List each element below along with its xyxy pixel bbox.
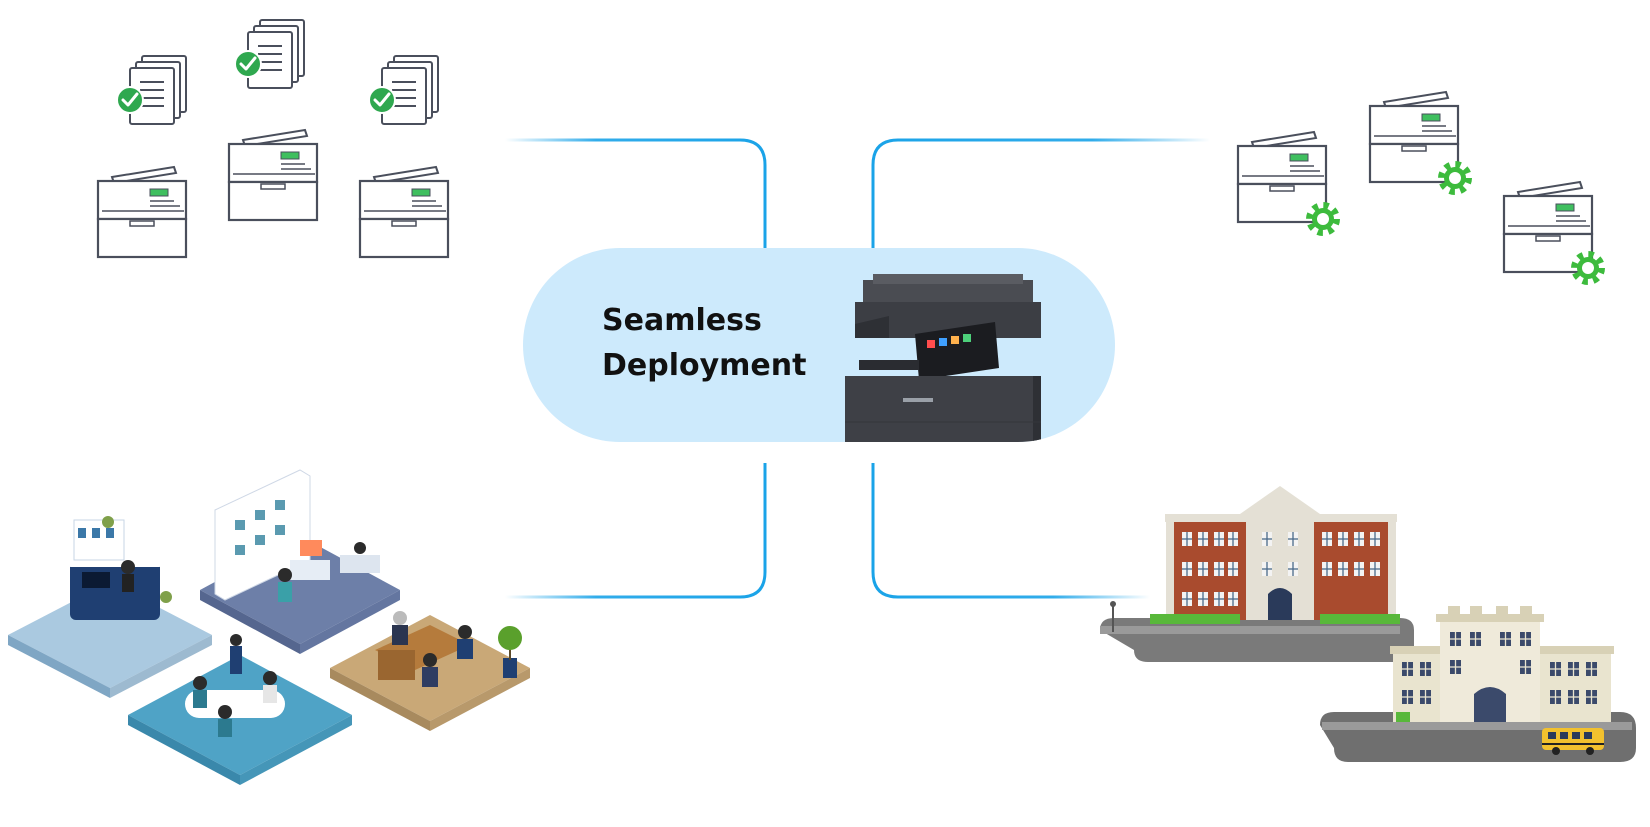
printers-configuring-group	[1236, 90, 1601, 281]
office-isometric-icon	[8, 469, 530, 785]
connector-bottom-left	[505, 463, 767, 599]
connector-lines	[505, 138, 1210, 599]
connector-top-left	[505, 138, 767, 248]
document-stack-check-icon	[233, 18, 306, 90]
printer-icon	[96, 165, 188, 259]
printers-completed-group	[96, 18, 450, 259]
connector-bottom-right	[871, 463, 1150, 599]
hub-title: Seamless Deployment	[602, 303, 807, 383]
printer-icon	[1368, 90, 1460, 184]
school-bus-icon	[1542, 728, 1604, 755]
campus-building-icon	[1100, 486, 1636, 762]
multifunction-printer-icon	[845, 274, 1041, 442]
document-stack-check-icon	[115, 54, 188, 126]
printer-icon	[227, 128, 319, 222]
printer-icon	[358, 165, 450, 259]
seamless-deployment-hub: Seamless Deployment	[523, 248, 1115, 442]
printer-icon	[1502, 180, 1594, 274]
connector-top-right	[871, 138, 1210, 248]
document-stack-check-icon	[367, 54, 440, 126]
printer-icon	[1236, 130, 1328, 224]
